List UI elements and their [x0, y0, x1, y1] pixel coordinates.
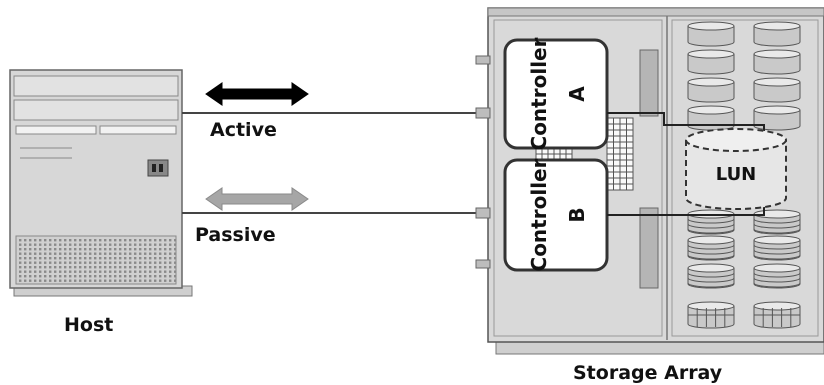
controller-a: Controller A [503, 37, 609, 150]
disk-drive-icon [687, 77, 735, 103]
disk-drive-icon [753, 21, 801, 47]
controller-b-name: Controller [527, 158, 551, 271]
disk-drive-icon [753, 301, 801, 329]
disk-drive-icon [753, 77, 801, 103]
lun-label: LUN [716, 164, 757, 185]
disk-drive-icon [687, 301, 735, 329]
disk-drive-icon [753, 105, 801, 131]
controller-b-letter: B [565, 207, 589, 222]
disk-drive-icon [687, 235, 735, 261]
disk-drive-icon [753, 263, 801, 289]
controller-a-lun-link [607, 112, 765, 140]
disk-drive-icon [687, 21, 735, 47]
disk-drive-icon [753, 235, 801, 261]
disk-drive-icon [687, 209, 735, 235]
controller-b: Controller B [503, 158, 609, 272]
controller-a-name: Controller [527, 37, 551, 150]
disk-drive-icon [687, 105, 735, 131]
disk-drive-icon [687, 263, 735, 289]
port-b [475, 207, 491, 219]
passive-label: Passive [195, 224, 276, 246]
storage-array-label: Storage Array [573, 362, 723, 384]
vent-grille [15, 235, 177, 285]
host-server [9, 69, 193, 297]
disk-drives [687, 21, 801, 329]
disk-drive-icon [687, 49, 735, 75]
controller-interconnect [535, 117, 634, 191]
passive-arrow-icon [205, 187, 309, 211]
active-arrow-icon [205, 82, 309, 106]
active-label: Active [210, 119, 277, 141]
host-label: Host [64, 314, 113, 336]
disk-drive-icon [753, 209, 801, 235]
power-button-icon [147, 159, 169, 177]
disk-drive-icon [753, 49, 801, 75]
controller-a-letter: A [565, 86, 589, 102]
lun-volume: LUN [685, 128, 787, 210]
port-a [475, 107, 491, 119]
